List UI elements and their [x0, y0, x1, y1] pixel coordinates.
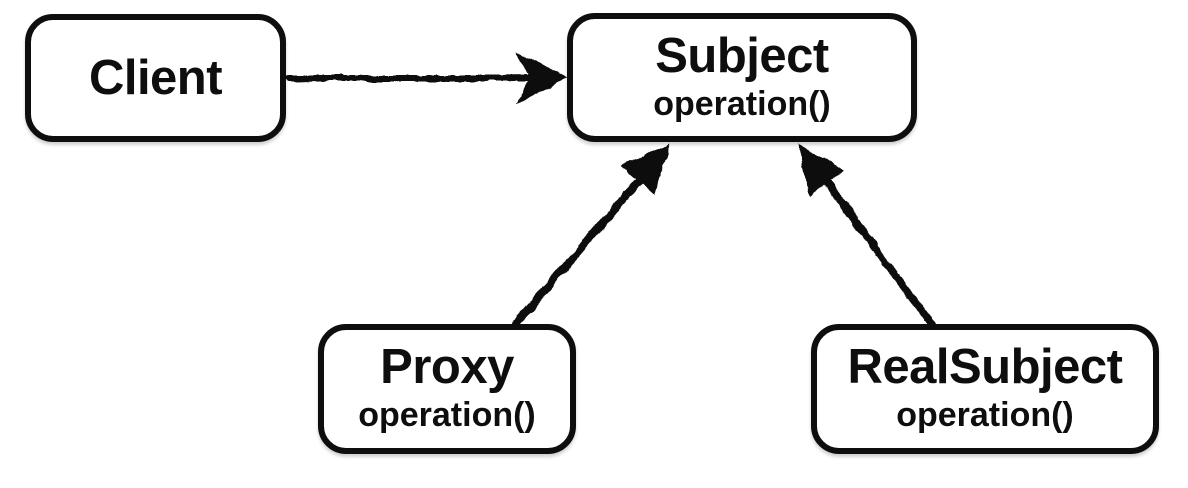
- node-subject: Subject operation(): [567, 13, 917, 142]
- class-name-client: Client: [88, 50, 223, 105]
- class-method-realsubject: operation(): [896, 396, 1074, 435]
- node-client: Client: [25, 14, 286, 142]
- class-name-subject: Subject: [655, 28, 829, 83]
- class-method-proxy: operation(): [358, 396, 536, 435]
- class-name-proxy: Proxy: [380, 340, 514, 395]
- node-proxy: Proxy operation(): [318, 324, 576, 454]
- class-name-realsubject: RealSubject: [847, 340, 1123, 395]
- edge-realsubject-to-subject-arrow: [797, 143, 935, 327]
- node-realsubject: RealSubject operation(): [811, 324, 1159, 454]
- class-method-subject: operation(): [653, 84, 831, 123]
- edge-proxy-to-subject-arrow: [512, 143, 671, 327]
- edge-client-to-subject-arrow: [286, 50, 569, 106]
